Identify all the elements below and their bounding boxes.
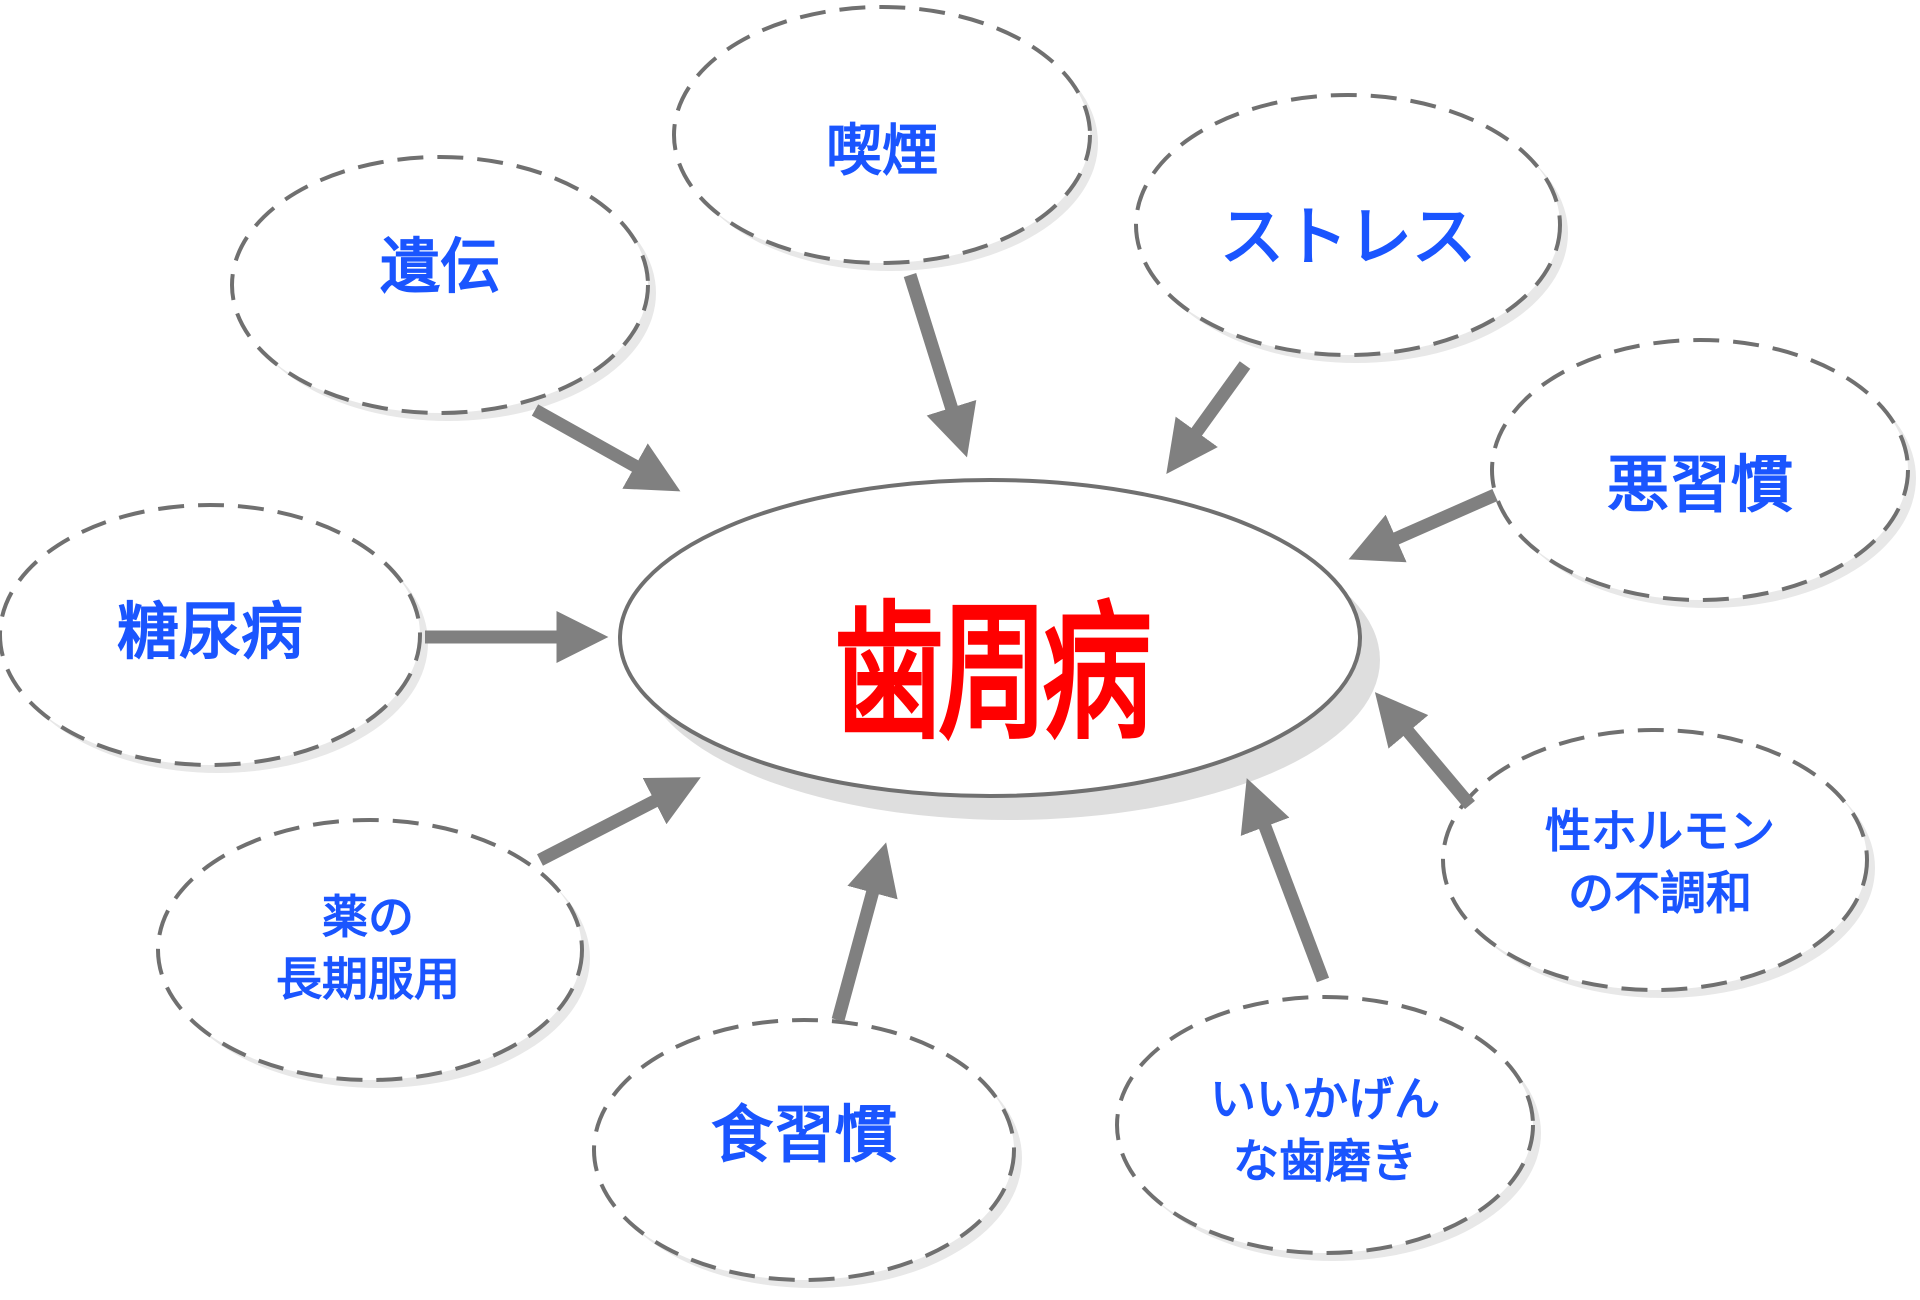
factor-hormones-line1: 性ホルモン	[1545, 803, 1775, 858]
factor-smoking-label: 喫煙	[826, 119, 938, 185]
factor-bad-habits-label: 悪習慣	[1606, 448, 1794, 522]
arrow-stress	[1166, 361, 1251, 474]
factor-diet-ellipse	[592, 1018, 1022, 1288]
factor-diabetes-label: 糖尿病	[116, 595, 304, 669]
factor-hormones-ellipse	[1441, 728, 1875, 998]
factor-hormones-label: 性ホルモン の不調和	[1545, 800, 1775, 924]
arrow-bad-habits	[1348, 489, 1498, 563]
factor-brushing-line1: いいかげん	[1210, 1071, 1440, 1126]
center-node-ellipse	[618, 478, 1362, 798]
factor-brushing-ellipse	[1115, 995, 1541, 1261]
center-node-label: 歯周病	[834, 587, 1152, 760]
factor-genetics-ellipse	[230, 155, 656, 421]
factor-medication-line2: 長期服用	[276, 952, 460, 1006]
factor-bad-habits-ellipse	[1490, 338, 1916, 608]
factor-brushing-line2: な歯磨き	[1233, 1134, 1417, 1188]
arrow-hormones	[1374, 692, 1475, 810]
arrow-diet	[831, 842, 898, 1022]
factor-medication-label: 薬の 長期服用	[276, 886, 460, 1010]
factor-hormones-line2: の不調和	[1568, 866, 1752, 920]
factor-brushing-label: いいかげん な歯磨き	[1210, 1068, 1440, 1192]
factor-diabetes-ellipse	[0, 503, 428, 773]
arrow-medication	[537, 777, 701, 866]
factor-diet-label: 食習慣	[710, 1098, 898, 1172]
factor-stress-ellipse	[1134, 93, 1568, 363]
factor-genetics-label: 遺伝	[380, 232, 500, 303]
factor-medication-line1: 薬の	[322, 889, 414, 944]
arrow-brushing	[1240, 778, 1330, 983]
factor-medication-ellipse	[156, 818, 590, 1088]
arrow-smoking	[903, 273, 977, 458]
factor-stress-label: ストレス	[1220, 200, 1476, 275]
factor-smoking-ellipse	[672, 5, 1098, 271]
arrow-genetics	[531, 404, 681, 492]
